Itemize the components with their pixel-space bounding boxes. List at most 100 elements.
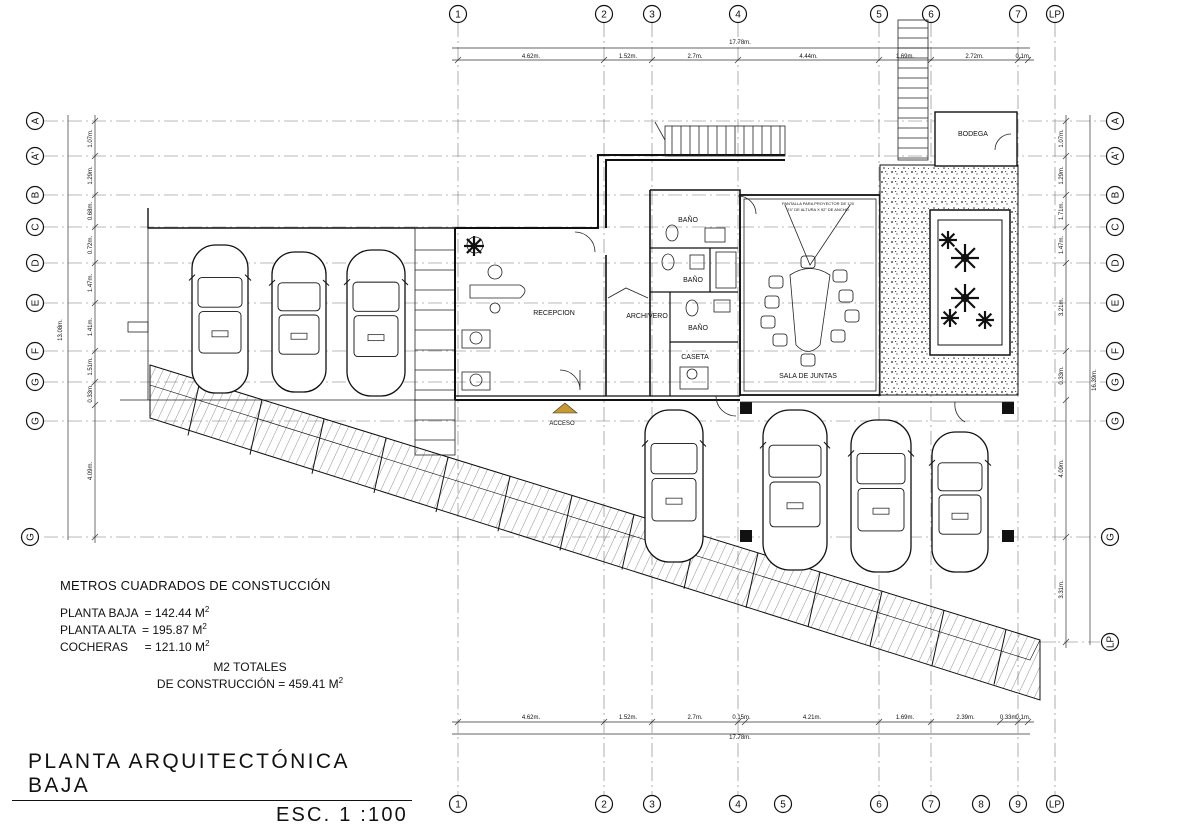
axis-label: 9 <box>1015 800 1021 811</box>
plant <box>951 284 979 312</box>
axis-label: 5 <box>780 800 786 811</box>
axis-bubble: 5 <box>869 4 889 24</box>
axis-label: G <box>1106 533 1117 541</box>
axis-bubble: G <box>1105 372 1125 392</box>
axis-bubble: B <box>1105 185 1125 205</box>
axis-label: D <box>31 259 42 266</box>
axis-bubble: G <box>25 411 45 431</box>
dim-segment-label: 0.33m. <box>1000 715 1019 721</box>
axis-bubble: A <box>1105 111 1125 131</box>
axis-bubble: A <box>25 111 45 131</box>
axis-bubble: 3 <box>642 4 662 24</box>
chair <box>768 275 784 289</box>
dim-segment-label: 1.69m. <box>896 54 915 60</box>
dim-segment-label: 1.51m. <box>88 357 94 376</box>
axis-bubble: C <box>25 217 45 237</box>
plant <box>939 231 957 249</box>
dim-segment-label: 2.7m. <box>687 715 702 721</box>
axis-label: B <box>31 191 42 198</box>
label-recepcion: RECEPCION <box>533 310 575 317</box>
axis-bubble: F <box>1105 341 1125 361</box>
axis-bubble: G <box>25 372 45 392</box>
axis-bubble: 7 <box>921 794 941 814</box>
legend-title: METROS CUADRADOS DE CONSTUCCIÓN <box>60 578 331 593</box>
axis-bubble: G <box>20 527 40 547</box>
axis-label: A <box>31 117 42 124</box>
axis-label: G <box>1111 378 1122 386</box>
car <box>847 419 915 573</box>
car <box>268 251 330 393</box>
dim-segment-label: 0.1m. <box>1015 715 1030 721</box>
dim-segment-label: 0.33m. <box>88 384 94 403</box>
dim-segment-label: 4.62m. <box>522 54 541 60</box>
chair <box>772 333 788 347</box>
axis-bubble: D <box>25 253 45 273</box>
dim-segment-label: 0.15m. <box>732 715 751 721</box>
dim-bottom-total: 17.78m. <box>729 735 751 741</box>
axis-bubble: 6 <box>869 794 889 814</box>
axis-label: 6 <box>928 10 934 21</box>
legend-row-planta-alta: PLANTA ALTA = 195.87 M2 <box>60 620 380 637</box>
dim-segment-label: 1.52m. <box>619 715 638 721</box>
label-caseta: CASETA <box>681 354 709 361</box>
axis-label: 4 <box>735 800 741 811</box>
axis-label: G <box>31 417 42 425</box>
axis-bubble: 9 <box>1008 794 1028 814</box>
chair <box>830 329 846 343</box>
axis-bubble: LP <box>1100 632 1120 652</box>
plants <box>464 231 994 329</box>
axis-label: 2 <box>601 10 607 21</box>
dim-segment-label: 1.52m. <box>619 54 638 60</box>
label-archivero: ARCHIVERO <box>626 313 668 320</box>
legend-row-cocheras: COCHERAS = 121.10 M2 <box>60 637 380 654</box>
ramp <box>149 364 1041 701</box>
axis-bubble: A' <box>25 146 45 166</box>
dim-segment-label: 3.21m. <box>1059 297 1065 316</box>
axis-label: 3 <box>649 10 655 21</box>
axis-label: G <box>31 378 42 386</box>
chair <box>760 315 776 329</box>
plant <box>464 236 484 256</box>
car <box>343 249 409 397</box>
dim-segment-label: 1.29m. <box>88 166 94 185</box>
axis-bubble: G <box>1100 527 1120 547</box>
axis-bubble: F <box>25 341 45 361</box>
legend-row-sup: 2 <box>204 605 210 614</box>
dim-segment-label: 4.09m. <box>88 461 94 480</box>
axis-label: C <box>1111 223 1122 230</box>
axis-label: 1 <box>455 800 461 811</box>
totals-value: DE CONSTRUCCIÓN = 459.41 M <box>156 677 339 691</box>
parked-cars <box>188 244 992 573</box>
axis-label: 1 <box>455 10 461 21</box>
title-divider <box>12 800 412 801</box>
car <box>759 409 831 571</box>
dim-segment-label: 3.31m. <box>1059 580 1065 599</box>
stairs <box>654 19 929 161</box>
label-bano-2: BAÑO <box>683 275 703 284</box>
axis-label: LP <box>1106 636 1117 649</box>
axis-label: E <box>31 299 42 306</box>
furniture <box>461 204 860 391</box>
chair <box>838 289 854 303</box>
dim-segment-label: 2.39m. <box>956 715 975 721</box>
axis-label: G <box>1111 417 1122 425</box>
axis-bubble: 1 <box>448 794 468 814</box>
dim-segment-label: 1.47m. <box>1059 235 1065 254</box>
dim-segment-label: 4.44m. <box>799 54 818 60</box>
axis-label: B <box>1111 191 1122 198</box>
legend-row-sup: 2 <box>202 622 207 631</box>
label-bodega: BODEGA <box>958 131 988 138</box>
label-pantalla-1: PANTALLA PARA PROYECTOR DE 120 <box>782 201 855 206</box>
axis-label: 4 <box>735 10 741 21</box>
axis-bubble: E <box>25 293 45 313</box>
axis-label: D <box>1111 259 1122 266</box>
axis-bubble: 2 <box>594 4 614 24</box>
dimension-chains <box>67 47 1091 735</box>
axis-bubble: G <box>1105 411 1125 431</box>
axis-bubble: B <box>25 185 45 205</box>
dimension-texts: 17.78m. 17.78m. 13.08m. 16.39m. <box>58 40 1098 741</box>
axis-bubble: 4 <box>728 794 748 814</box>
axis-label: 5 <box>876 10 882 21</box>
